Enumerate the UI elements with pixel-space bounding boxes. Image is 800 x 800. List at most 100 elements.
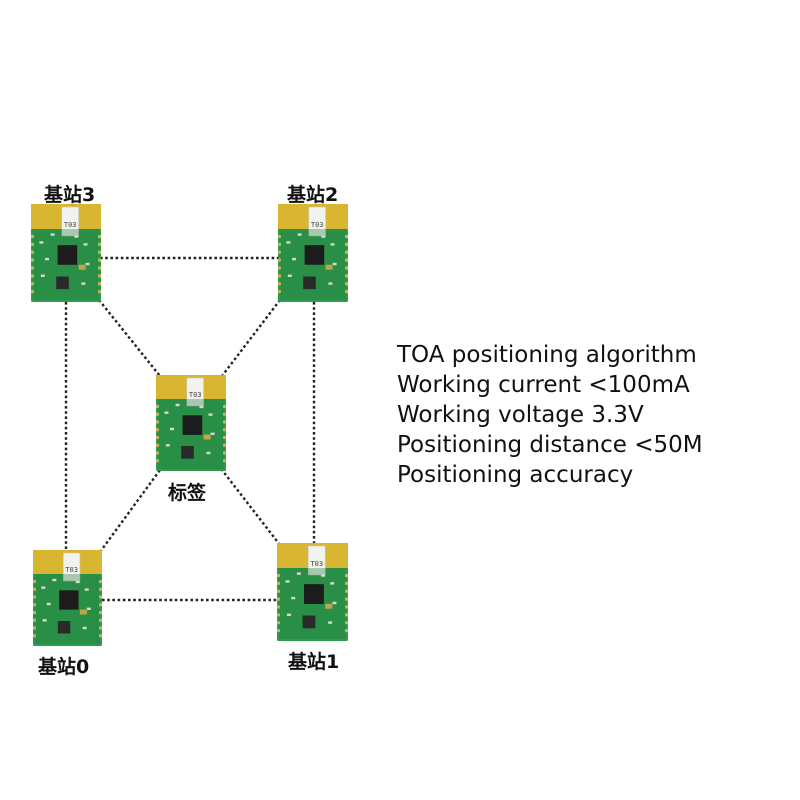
- side-pad: [98, 235, 101, 238]
- smd-component: [321, 235, 326, 238]
- antenna-shield: [186, 377, 204, 407]
- smd-component: [285, 580, 290, 583]
- module-anchor2: T03: [278, 204, 348, 302]
- side-pad: [31, 242, 34, 246]
- smd-component: [287, 274, 292, 277]
- side-pad: [345, 242, 348, 246]
- crystal: [78, 264, 86, 270]
- side-pad: [33, 634, 36, 638]
- antenna-shield: [63, 552, 81, 582]
- side-pad: [98, 266, 101, 270]
- smd-component: [75, 580, 80, 584]
- side-pad: [345, 266, 348, 270]
- side-pad: [277, 574, 280, 577]
- side-pad: [277, 581, 280, 585]
- side-pad: [98, 290, 101, 294]
- smd-component: [85, 262, 90, 266]
- side-pad: [278, 242, 281, 246]
- side-pad: [31, 282, 34, 286]
- module-anchor1: T03: [277, 543, 348, 641]
- smd-component: [50, 233, 55, 236]
- node-label-anchor3: 基站3: [44, 184, 96, 206]
- side-pad: [99, 611, 102, 614]
- crystal: [325, 264, 333, 270]
- smd-component: [82, 626, 87, 630]
- smd-component: [41, 586, 46, 589]
- side-pad: [99, 580, 102, 583]
- smd-component: [52, 578, 57, 582]
- module-anchor3: T03: [31, 204, 101, 302]
- smd-component: [46, 602, 51, 606]
- smd-component: [175, 403, 180, 407]
- side-pad: [99, 626, 102, 630]
- edge-anchor0-tag: [99, 469, 161, 553]
- side-pad: [33, 595, 36, 599]
- side-pad: [98, 282, 101, 286]
- chip-marking-text: T03: [189, 391, 202, 399]
- side-pad: [345, 290, 348, 294]
- antenna-shield: [307, 545, 326, 576]
- smd-component: [39, 241, 44, 244]
- side-pad: [156, 420, 159, 424]
- side-pad: [345, 629, 348, 633]
- side-pad: [223, 428, 226, 432]
- smd-component: [328, 621, 333, 624]
- smd-component: [84, 588, 89, 591]
- side-pad: [345, 250, 348, 254]
- main-chip: [303, 584, 324, 605]
- side-pad: [223, 412, 226, 416]
- side-pad: [31, 250, 34, 254]
- smd-component: [321, 574, 326, 577]
- crystal: [203, 434, 211, 440]
- side-pad: [345, 613, 348, 617]
- crystal: [79, 609, 87, 615]
- smd-component: [42, 619, 47, 622]
- side-pad: [278, 290, 281, 294]
- side-pad: [99, 634, 102, 638]
- side-pad: [99, 587, 102, 591]
- side-pad: [31, 274, 34, 278]
- side-pad: [345, 597, 348, 601]
- side-pad: [33, 587, 36, 591]
- smd-component: [86, 607, 91, 610]
- secondary-chip: [181, 446, 194, 459]
- smd-component: [164, 411, 169, 414]
- side-pad: [223, 443, 226, 447]
- side-pad: [345, 605, 348, 609]
- smd-component: [286, 613, 291, 616]
- side-pad: [156, 436, 159, 439]
- edges-layer: [64, 256, 316, 602]
- side-pad: [223, 451, 226, 455]
- side-pad: [99, 603, 102, 607]
- spec-algorithm: TOA positioning algorithm: [397, 342, 697, 368]
- side-pad: [345, 589, 348, 593]
- side-pad: [278, 274, 281, 278]
- side-pad: [277, 605, 280, 609]
- spec-positioning-distance: Positioning distance <50M: [397, 432, 703, 458]
- spec-working-current: Working current <100mA: [397, 372, 690, 398]
- smd-component: [83, 243, 88, 246]
- smd-component: [292, 257, 296, 261]
- node-label-anchor0: 基站0: [38, 656, 90, 678]
- side-pad: [277, 613, 280, 617]
- spec-working-voltage: Working voltage 3.3V: [397, 402, 644, 428]
- side-pad: [277, 589, 280, 593]
- smd-component: [286, 241, 291, 244]
- side-pad: [345, 274, 348, 278]
- spec-positioning-accuracy: Positioning accuracy: [397, 462, 634, 488]
- side-pad: [278, 266, 281, 270]
- side-pad: [31, 266, 34, 270]
- side-pad: [277, 597, 280, 601]
- side-pad: [31, 258, 34, 262]
- module-anchor0: T03: [33, 550, 102, 646]
- smd-component: [330, 243, 335, 246]
- side-pad: [33, 611, 36, 614]
- side-pad: [345, 282, 348, 286]
- spec-list: TOA positioning algorithm Working curren…: [397, 340, 703, 490]
- side-pad: [223, 436, 226, 439]
- side-pad: [156, 405, 159, 408]
- side-pad: [345, 581, 348, 585]
- side-pad: [345, 258, 348, 262]
- edge-anchor3-tag: [98, 299, 161, 377]
